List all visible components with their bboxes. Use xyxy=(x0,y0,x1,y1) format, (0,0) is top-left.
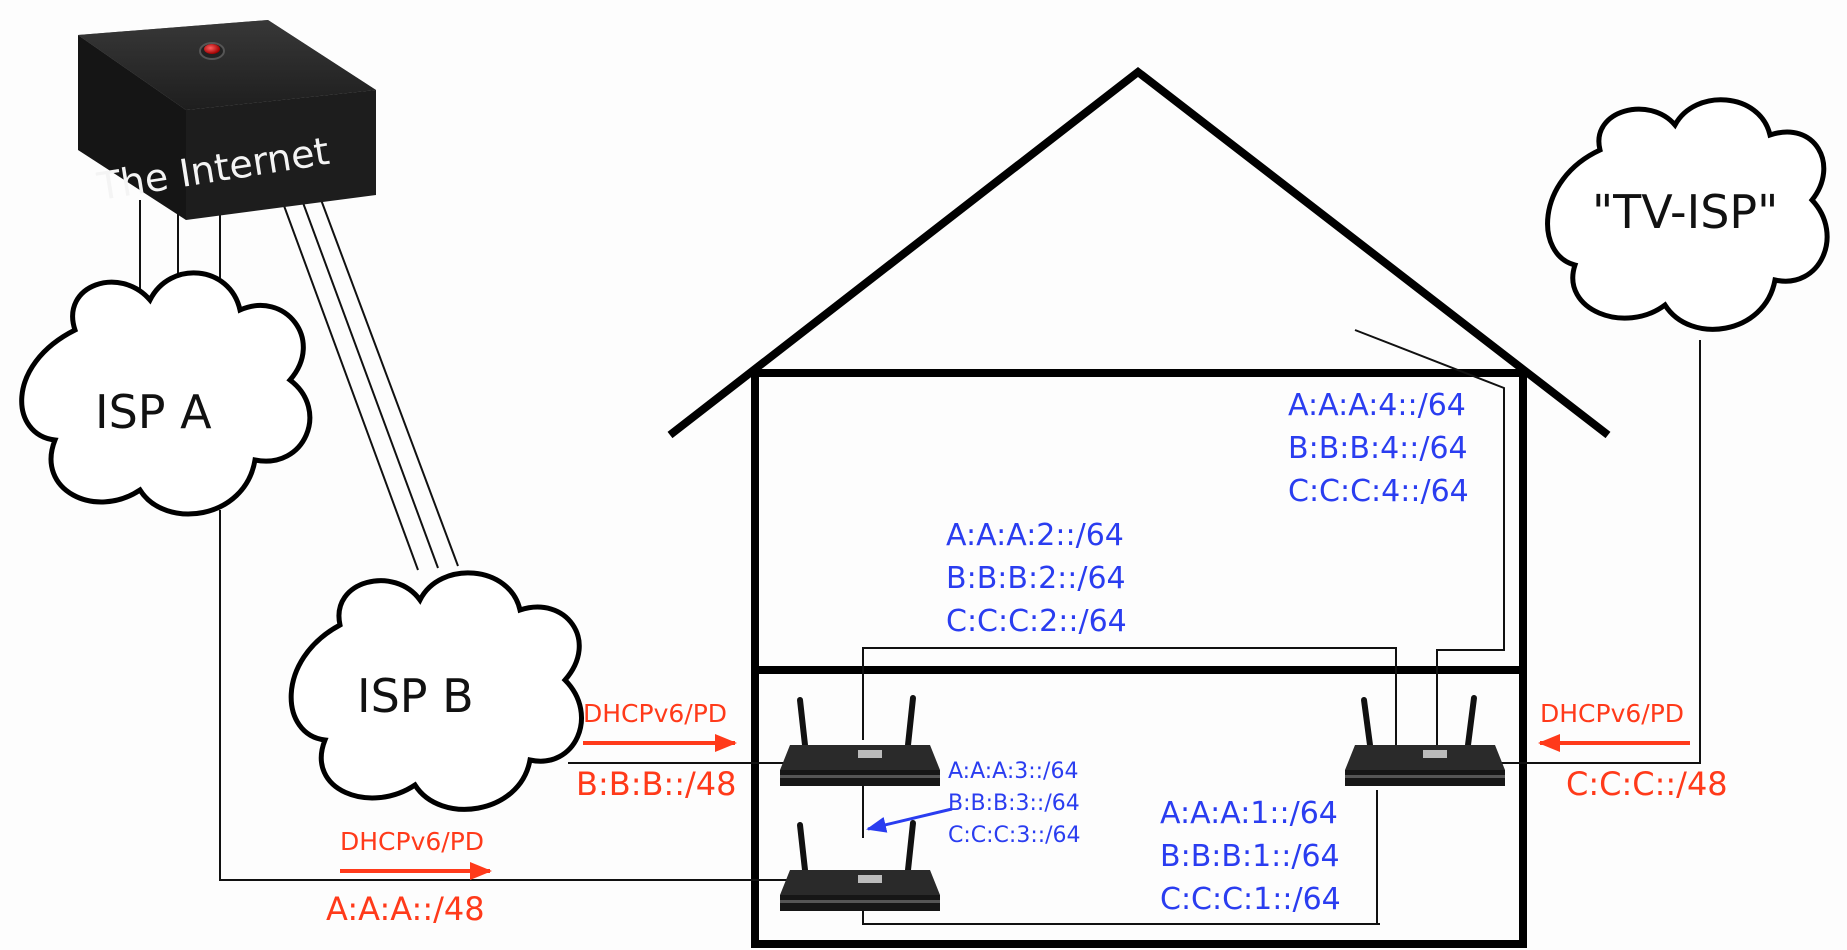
subnets-lower-right: A:A:A:1::/64 B:B:B:1::/64 C:C:C:1::/64 xyxy=(1160,796,1341,917)
subnet-line: C:C:C:3::/64 xyxy=(948,823,1081,848)
subnet-line: A:A:A:4::/64 xyxy=(1288,388,1466,423)
upstream-tv-isp: DHCPv6/PD C:C:C::/48 xyxy=(1538,699,1728,803)
house xyxy=(667,66,1611,948)
router-upper-left xyxy=(780,695,940,786)
subnet-line: A:A:A:2::/64 xyxy=(946,518,1124,553)
subnet-line: B:B:B:3::/64 xyxy=(948,791,1080,816)
router-icon xyxy=(780,820,940,911)
router-right xyxy=(1345,695,1505,786)
subnets-upper-right: A:A:A:4::/64 B:B:B:4::/64 C:C:C:4::/64 xyxy=(1288,388,1469,509)
cloud-isp-b: ISP B xyxy=(288,570,584,812)
wires xyxy=(139,196,1701,925)
arrow-left-icon xyxy=(866,807,953,833)
cloud-label-isp-b: ISP B xyxy=(357,669,474,723)
upstream-tv-isp-protocol: DHCPv6/PD xyxy=(1540,699,1684,728)
cloud-icon xyxy=(19,270,313,517)
cloud-icon xyxy=(1545,97,1830,332)
subnets-upper-middle: A:A:A:2::/64 B:B:B:2::/64 C:C:C:2::/64 xyxy=(946,518,1127,639)
server-box-icon xyxy=(78,20,376,220)
upstream-isp-b-protocol: DHCPv6/PD xyxy=(583,699,727,728)
upstream-isp-b: DHCPv6/PD B:B:B::/48 xyxy=(576,699,737,803)
subnet-line: C:C:C:2::/64 xyxy=(946,604,1127,639)
subnet-line: A:A:A:1::/64 xyxy=(1160,796,1338,831)
cloud-tv-isp: "TV-ISP" xyxy=(1545,97,1830,332)
cloud-isp-a: ISP A xyxy=(19,270,313,517)
upstream-tv-isp-prefix: C:C:C::/48 xyxy=(1566,765,1728,803)
upstream-isp-a-prefix: A:A:A::/48 xyxy=(326,890,485,928)
house-lower-floor xyxy=(751,666,1527,948)
subnet-line: B:B:B:1::/64 xyxy=(1160,839,1340,874)
subnet-line: B:B:B:2::/64 xyxy=(946,561,1126,596)
router-icon xyxy=(780,695,940,786)
router-lower-left xyxy=(780,820,940,911)
subnet-line: C:C:C:1::/64 xyxy=(1160,882,1341,917)
subnets-between-routers: A:A:A:3::/64 B:B:B:3::/64 C:C:C:3::/64 xyxy=(866,759,1081,848)
house-roof xyxy=(667,66,1611,439)
cloud-icon xyxy=(288,570,584,812)
subnet-line: C:C:C:4::/64 xyxy=(1288,474,1469,509)
cloud-label-tv-isp: "TV-ISP" xyxy=(1592,185,1778,239)
subnet-line: B:B:B:4::/64 xyxy=(1288,431,1468,466)
subnet-line: A:A:A:3::/64 xyxy=(948,759,1078,784)
upstream-isp-b-prefix: B:B:B::/48 xyxy=(576,765,736,803)
cloud-label-isp-a: ISP A xyxy=(95,385,212,439)
internet-box: The Internet xyxy=(78,20,376,220)
upstream-isp-a-protocol: DHCPv6/PD xyxy=(340,827,484,856)
router-icon xyxy=(1345,695,1505,786)
upstream-isp-a: DHCPv6/PD A:A:A::/48 xyxy=(326,827,492,928)
